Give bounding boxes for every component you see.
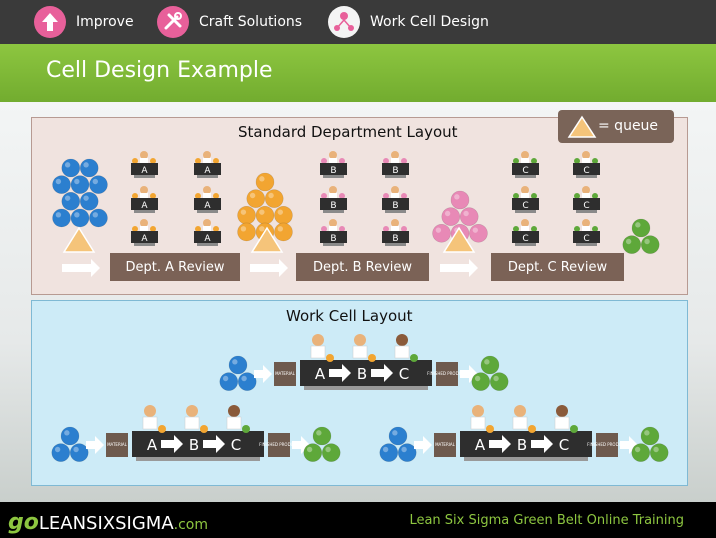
dept-a-review-label: Dept. A Review (110, 253, 240, 281)
dept-c-review-label: Dept. C Review (491, 253, 624, 281)
nav-item-label: Work Cell Design (370, 14, 489, 30)
logo-com: .com (173, 517, 209, 533)
tools-icon (157, 6, 189, 38)
standard-layout-title: Standard Department Layout (238, 123, 458, 141)
slide-title-bar: Cell Design Example (0, 44, 716, 102)
up-arrow-icon (34, 6, 66, 38)
top-nav-bar: Improve Craft Solutions Work Cell Design (0, 0, 716, 44)
footer-tagline: Lean Six Sigma Green Belt Online Trainin… (409, 513, 684, 528)
queue-legend: = queue (558, 110, 674, 143)
work-cell-layout-title: Work Cell Layout (286, 307, 413, 325)
brand-logo: goLEANSIXSIGMA.com (8, 510, 208, 535)
network-icon (328, 6, 360, 38)
nav-item-label: Improve (76, 14, 134, 30)
footer-bar: goLEANSIXSIGMA.com Lean Six Sigma Green … (0, 502, 716, 538)
work-cell-layout-panel (31, 300, 688, 486)
queue-legend-label: = queue (598, 118, 659, 134)
logo-main: LEANSIXSIGMA (38, 513, 174, 534)
nav-item-label: Craft Solutions (199, 14, 303, 30)
queue-triangle-icon (567, 115, 597, 138)
dept-b-review-label: Dept. B Review (296, 253, 429, 281)
slide-title: Cell Design Example (46, 58, 273, 83)
logo-go: go (8, 510, 39, 535)
nav-item-improve[interactable]: Improve (34, 6, 134, 38)
nav-item-work-cell-design[interactable]: Work Cell Design (328, 6, 489, 38)
nav-item-craft-solutions[interactable]: Craft Solutions (157, 6, 302, 38)
